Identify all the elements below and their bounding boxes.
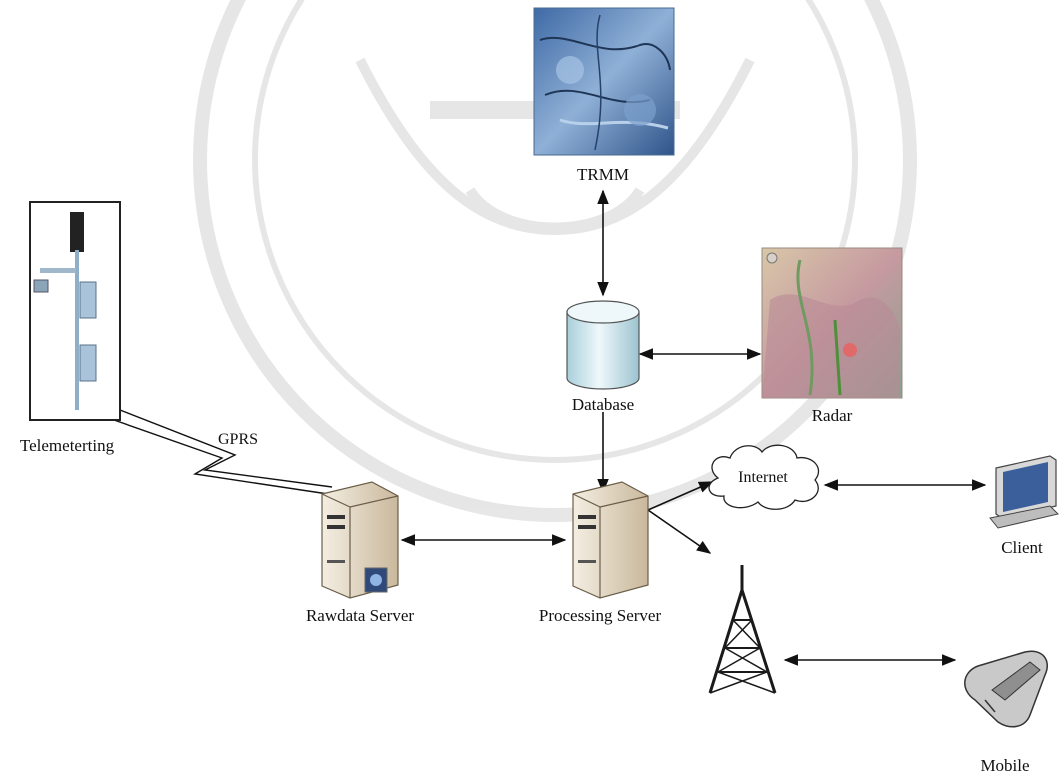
mobile-label: Mobile bbox=[980, 756, 1029, 775]
client-label: Client bbox=[1001, 538, 1043, 557]
processing-tower-link bbox=[647, 509, 712, 554]
database-node: Database bbox=[566, 300, 640, 414]
mobile-node: Mobile bbox=[964, 650, 1048, 775]
internet-label: Internet bbox=[738, 469, 788, 486]
processing-server-node: Processing Server bbox=[539, 481, 662, 625]
database-cylinder-icon bbox=[566, 300, 640, 390]
gprs-link bbox=[119, 409, 333, 488]
server-tower-icon bbox=[572, 481, 649, 599]
satellite-image-icon bbox=[533, 7, 675, 156]
processing-server-label: Processing Server bbox=[539, 606, 662, 625]
rawdata-server-label: Rawdata Server bbox=[306, 606, 414, 625]
database-label: Database bbox=[572, 395, 634, 414]
transmission-tower-icon bbox=[708, 565, 777, 694]
telemetry-station-icon bbox=[29, 201, 121, 421]
trmm-label: TRMM bbox=[577, 165, 629, 184]
client-node: Client bbox=[989, 455, 1059, 557]
gprs-label: GPRS bbox=[218, 431, 258, 448]
radar-map-icon bbox=[761, 247, 903, 399]
computer-monitor-icon bbox=[989, 455, 1059, 529]
watermark-seal bbox=[193, 0, 917, 522]
connections bbox=[113, 189, 987, 666]
cloud-icon bbox=[708, 444, 820, 510]
processing-internet-link bbox=[647, 481, 714, 511]
trmm-node: TRMM bbox=[533, 7, 675, 184]
telemetering-node: Telemeterting bbox=[20, 201, 121, 455]
rawdata-server-node: Rawdata Server bbox=[306, 481, 414, 625]
telemetering-label: Telemeterting bbox=[20, 436, 115, 455]
radar-node: Radar bbox=[761, 247, 903, 425]
server-tower-icon bbox=[321, 481, 399, 599]
mobile-phone-icon bbox=[964, 650, 1048, 728]
internet-node: Internet bbox=[708, 444, 820, 510]
radar-label: Radar bbox=[812, 406, 853, 425]
